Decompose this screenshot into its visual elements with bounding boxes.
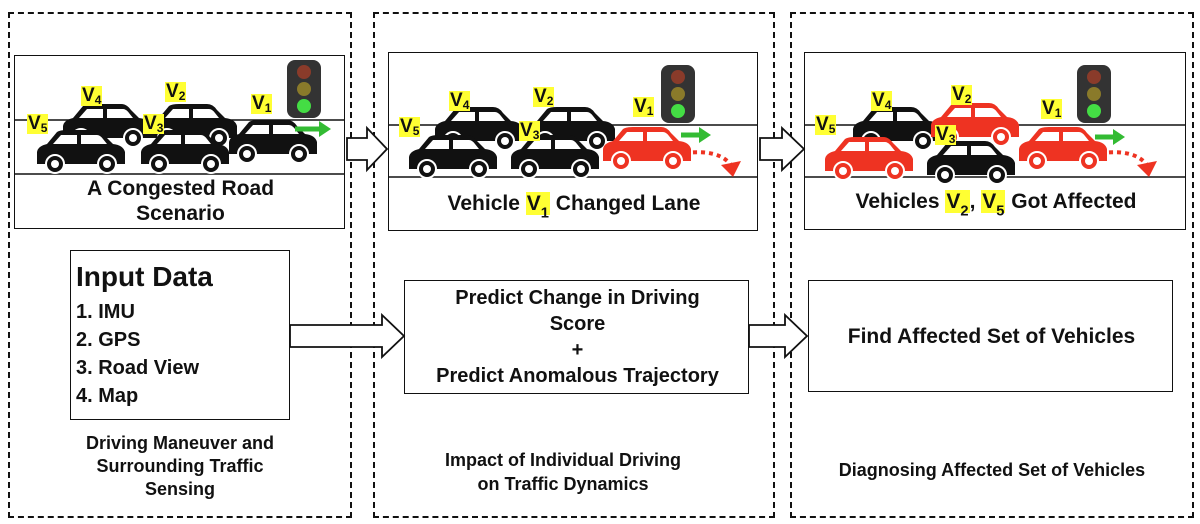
stage-panel-sensing	[8, 12, 352, 518]
red-dotted-arrow-icon	[1100, 150, 1157, 177]
find-affected-box: Find Affected Set of Vehicles	[808, 280, 1173, 392]
vehicle-label-v5: V5	[399, 116, 421, 138]
road-scene-graphic	[805, 65, 1185, 185]
road-scene-graphic	[15, 60, 344, 175]
vehicle-label-v2: V2	[533, 86, 555, 108]
green-arrow-icon	[295, 121, 331, 137]
vehicle-label-v3: V3	[143, 113, 165, 135]
vehicle-label-v4: V4	[449, 90, 471, 112]
vehicle-label-v1: V1	[251, 93, 273, 115]
vehicle-label-v3: V3	[935, 124, 957, 146]
car-v3-icon	[510, 134, 600, 179]
traffic-light-icon	[1077, 65, 1111, 123]
stage-label-impact: Impact of Individual Driving on Traffic …	[444, 450, 682, 494]
vehicle-label-v4: V4	[871, 90, 893, 112]
green-arrow-icon	[681, 127, 711, 143]
stage-panel-impact	[373, 12, 775, 518]
car-v1-icon	[1018, 126, 1108, 171]
vehicle-label-v5: V5	[27, 113, 49, 135]
hollow-arrow-scene-1-to-2	[346, 125, 389, 173]
vehicle-label-v1: V1	[1041, 98, 1063, 120]
vehicle-label-v5: V5	[815, 114, 837, 136]
input-item-road-view: 3. Road View	[76, 357, 200, 379]
scene-caption: Vehicle V1 Changed Lane	[447, 192, 701, 222]
scene-affected-vehicles: V4 V2 V1 V5 V3 Vehicles V2, V5 Got Affec…	[804, 52, 1186, 230]
predict-box: Predict Change in Driving Score + Predic…	[404, 280, 749, 394]
traffic-light-icon	[661, 65, 695, 123]
scene-congested-road: V4 V2 V1 V5 V3 A Congested Road Scenario	[14, 55, 345, 229]
predict-box-text: Predict Change in Driving Score + Predic…	[436, 287, 719, 387]
input-item-imu: 1. IMU	[76, 301, 135, 323]
scene-lane-change: V4 V2 V1 V5 V3 Vehicle V1 Changed Lane	[388, 52, 758, 231]
scene-caption: Vehicles V2, V5 Got Affected	[855, 190, 1137, 220]
input-item-map: 4. Map	[76, 385, 139, 407]
car-v1-icon	[602, 126, 692, 171]
car-v5-icon	[824, 136, 914, 181]
vehicle-label-v4: V4	[81, 85, 103, 107]
hollow-arrow-predict-to-find	[749, 313, 809, 359]
car-v1-icon	[228, 119, 318, 164]
stage-panel-diagnosing	[790, 12, 1194, 518]
red-dotted-arrow-icon	[684, 150, 741, 177]
vehicle-label-v2: V2	[951, 84, 973, 106]
hollow-arrow-scene-2-to-3	[759, 125, 806, 173]
vehicle-label-v2: V2	[165, 81, 187, 103]
scene-caption: A Congested Road Scenario	[86, 177, 275, 225]
vehicle-label-v1: V1	[633, 96, 655, 118]
car-v5-icon	[408, 134, 498, 179]
stage-label-sensing: Driving Maneuver and Surrounding Traffic…	[85, 433, 275, 499]
green-arrow-icon	[1095, 129, 1125, 145]
input-item-gps: 2. GPS	[76, 329, 141, 351]
input-data-title: Input Data	[76, 261, 213, 292]
traffic-light-icon	[287, 60, 321, 118]
vehicle-label-v3: V3	[519, 120, 541, 142]
input-data-box: Input Data 1. IMU 2. GPS 3. Road View 4.…	[70, 250, 290, 420]
find-affected-text: Find Affected Set of Vehicles	[847, 325, 1136, 348]
stage-label-diagnosing: Diagnosing Affected Set of Vehicles	[838, 460, 1146, 480]
hollow-arrow-input-to-predict	[290, 313, 406, 359]
road-scene-graphic	[389, 65, 757, 179]
